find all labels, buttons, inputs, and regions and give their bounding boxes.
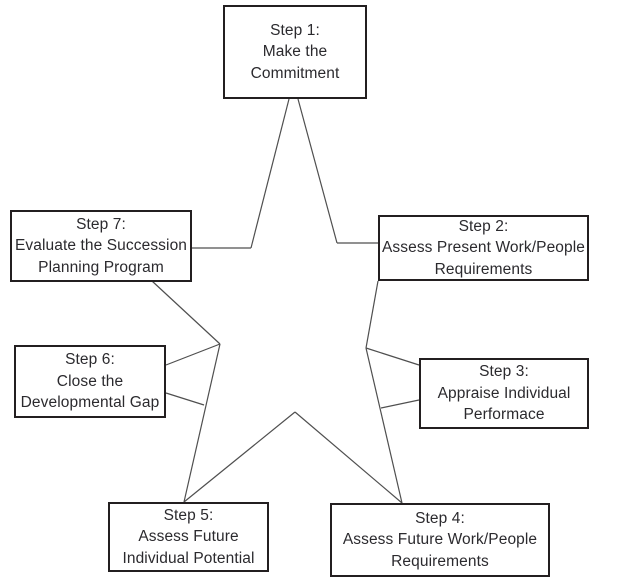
step-2-line-3: Requirements (434, 260, 533, 278)
step-1-box: Step 1: Make the Commitment (223, 5, 367, 99)
star-edge-bottom-left-to-left-inner (183, 343, 221, 503)
step-6-box: Step 6: Close the Developmental Gap (14, 345, 166, 418)
step-4-box: Step 4: Assess Future Work/People Requir… (330, 503, 550, 577)
star-edge-step2-to-right-inner (365, 280, 379, 349)
step-7-box: Step 7: Evaluate the Succession Planning… (10, 210, 192, 282)
step-7-line-3: Planning Program (38, 258, 164, 276)
step-7-line-2: Evaluate the Succession (14, 237, 188, 255)
step-5-box: Step 5: Assess Future Individual Potenti… (108, 502, 269, 572)
step-2-box: Step 2: Assess Present Work/People Requi… (378, 215, 589, 281)
step-3-line-2: Appraise Individual (437, 384, 571, 402)
step-2-line-2: Assess Present Work/People (381, 239, 586, 257)
step-1-line-2: Make the (262, 43, 328, 61)
connector-step3-lower (380, 399, 420, 409)
step-6-line-3: Developmental Gap (20, 394, 160, 412)
star-edge-top-to-right (297, 98, 338, 244)
star-edge-left-inner-to-step7 (151, 280, 221, 345)
star-edge-bottom-right-to-center (294, 411, 403, 504)
connector-step6-upper (165, 343, 221, 366)
step-5-line-2: Assess Future (138, 528, 239, 546)
step-7-title: Step 7: (76, 215, 126, 233)
step-4-title: Step 4: (415, 509, 465, 527)
step-6-line-2: Close the (56, 372, 124, 390)
step-2-title: Step 2: (458, 217, 509, 235)
step-1-line-3: Commitment (250, 64, 340, 82)
star-edge-top-to-left (250, 98, 290, 249)
step-3-line-3: Performace (463, 406, 545, 424)
step-6-title: Step 6: (65, 351, 115, 369)
connector-step3-upper (365, 347, 420, 366)
connector-step6-lower (165, 392, 205, 406)
step-3-title: Step 3: (479, 363, 529, 381)
star-edge-right-inner-to-bottom-right (365, 347, 403, 504)
step-1-title: Step 1: (270, 21, 320, 39)
step-4-line-3: Requirements (391, 552, 489, 570)
step-4-line-2: Assess Future Work/People (342, 531, 538, 549)
star-edge-center-to-bottom-left (183, 411, 296, 503)
step-5-title: Step 5: (163, 506, 214, 524)
step-3-box: Step 3: Appraise Individual Performace (419, 358, 589, 429)
step-5-line-3: Individual Potential (122, 549, 255, 567)
